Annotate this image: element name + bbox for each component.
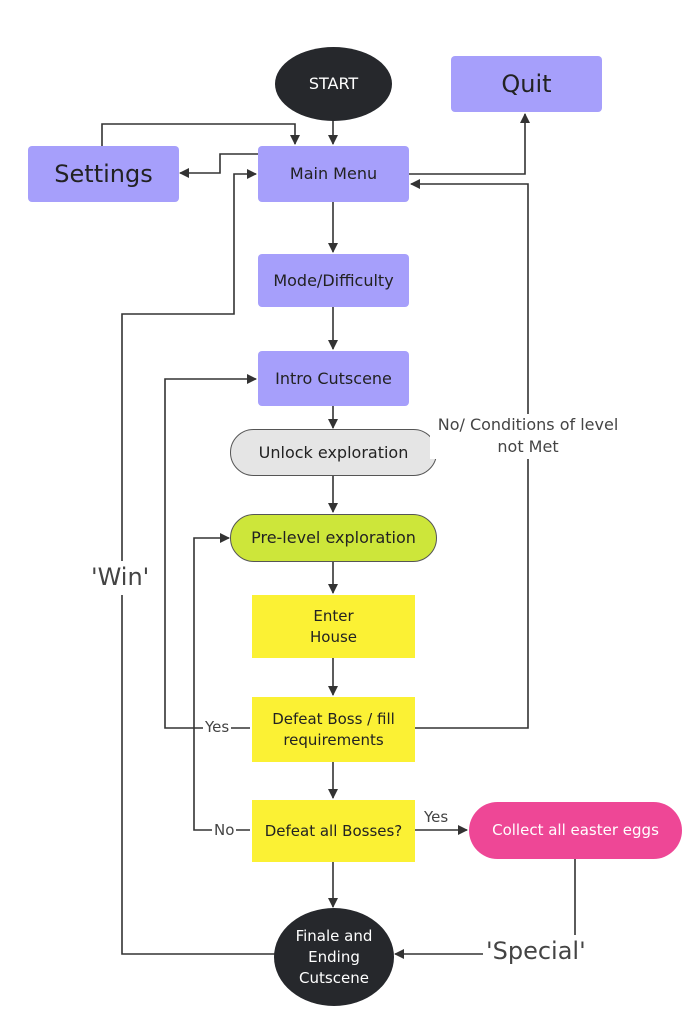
finale-label-line2: Ending bbox=[308, 947, 360, 966]
edge-defeatall-no-prelevel bbox=[193, 533, 250, 831]
main-menu-label: Main Menu bbox=[289, 164, 378, 184]
defeat-all-bosses-label: Defeat all Bosses? bbox=[264, 821, 403, 840]
defeat-boss-label-line2: requirements bbox=[283, 730, 384, 749]
quit-label: Quit bbox=[501, 69, 552, 98]
no-all-bosses-label: No bbox=[212, 820, 237, 841]
settings-node: Settings bbox=[28, 146, 179, 202]
yes-all-bosses-label: Yes bbox=[422, 807, 451, 828]
finale-node: Finale and Ending Cutscene bbox=[274, 908, 394, 1006]
quit-node: Quit bbox=[451, 56, 602, 112]
mode-difficulty-node: Mode/Difficulty bbox=[258, 254, 409, 307]
mode-difficulty-label: Mode/Difficulty bbox=[273, 270, 394, 290]
special-label: 'Special' bbox=[483, 935, 589, 969]
main-menu-node: Main Menu bbox=[258, 146, 409, 202]
defeat-boss-node: Defeat Boss / fill requirements bbox=[252, 697, 415, 762]
finale-label-line3: Cutscene bbox=[299, 968, 369, 987]
win-label: 'Win' bbox=[88, 561, 153, 595]
pre-level-exploration-label: Pre-level exploration bbox=[251, 528, 416, 548]
finale-label-line1: Finale and bbox=[295, 926, 373, 945]
defeat-all-bosses-node: Defeat all Bosses? bbox=[252, 800, 415, 862]
pre-level-exploration-node: Pre-level exploration bbox=[230, 514, 437, 562]
unlock-exploration-node: Unlock exploration bbox=[230, 429, 437, 476]
collect-easter-eggs-label: Collect all easter eggs bbox=[492, 821, 659, 840]
enter-house-label-line2: House bbox=[309, 627, 357, 646]
intro-cutscene-label: Intro Cutscene bbox=[275, 368, 392, 388]
edge-finale-win-main bbox=[121, 169, 276, 955]
enter-house-label-line1: Enter bbox=[313, 607, 354, 626]
start-node: START bbox=[275, 47, 392, 121]
yes-boss-label: Yes bbox=[203, 717, 232, 738]
no-conditions-label: No/ Conditions of level not Met bbox=[430, 414, 626, 459]
no-conditions-line2: not Met bbox=[497, 437, 559, 457]
edge-main-quit bbox=[409, 113, 530, 175]
enter-house-node: Enter House bbox=[252, 595, 415, 658]
intro-cutscene-node: Intro Cutscene bbox=[258, 351, 409, 406]
defeat-boss-label-line1: Defeat Boss / fill bbox=[272, 710, 395, 729]
settings-label: Settings bbox=[54, 159, 153, 188]
edge-main-settings bbox=[179, 153, 258, 178]
start-label: START bbox=[308, 74, 359, 94]
unlock-exploration-label: Unlock exploration bbox=[258, 442, 409, 462]
no-conditions-line1: No/ Conditions of level bbox=[437, 415, 619, 434]
edge-settings-main bbox=[101, 123, 300, 146]
collect-easter-eggs-node: Collect all easter eggs bbox=[469, 802, 682, 859]
